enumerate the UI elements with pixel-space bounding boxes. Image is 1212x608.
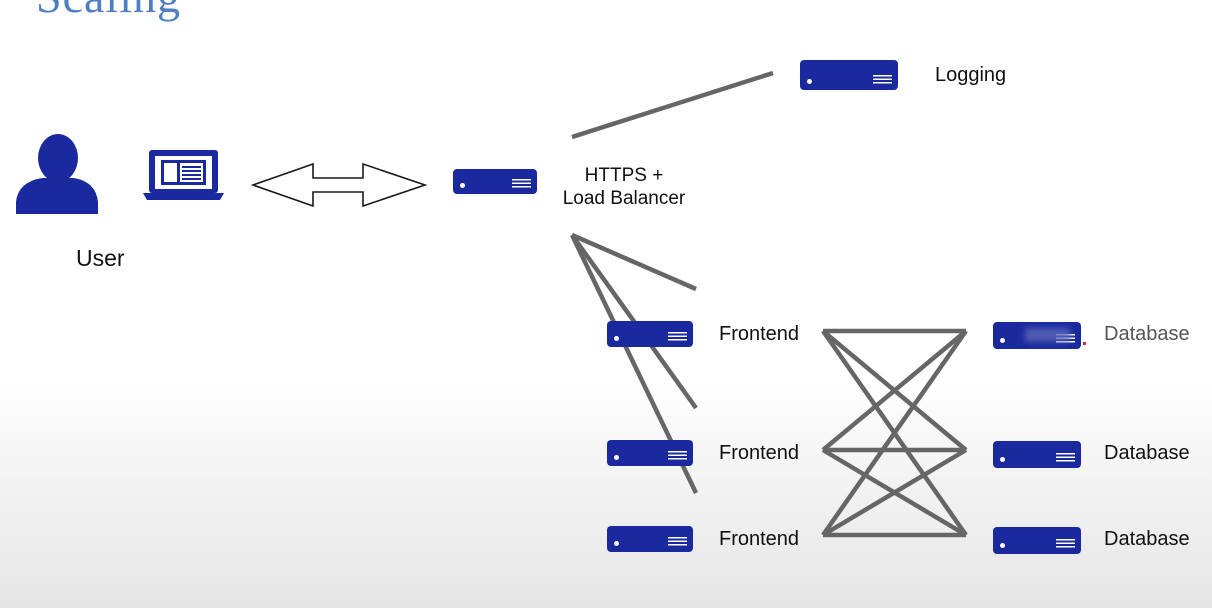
logging-label: Logging [935, 64, 1007, 86]
frontend-server-icon [607, 440, 693, 466]
load-balancer-label: HTTPS + Load Balancer [549, 164, 699, 210]
server-vents [668, 451, 687, 460]
frontend-label: Frontend [719, 442, 800, 464]
server-vents [1056, 453, 1075, 462]
server-led [807, 79, 812, 84]
double-arrow-icon [250, 162, 428, 208]
frontend-label: Frontend [719, 528, 800, 550]
connector-lb-logging [571, 70, 774, 140]
database-label: Database [1104, 528, 1190, 550]
server-led [614, 336, 619, 341]
server-led [1000, 457, 1005, 462]
connector-lb-fan-1 [571, 232, 697, 292]
red-mark [1083, 342, 1086, 345]
server-vents [1056, 539, 1075, 548]
server-vents [873, 75, 892, 84]
frontend-server-icon [607, 321, 693, 347]
database-label: Database [1104, 442, 1190, 464]
server-led [614, 541, 619, 546]
server-vents [668, 332, 687, 341]
server-led [1000, 338, 1005, 343]
load-balancer-server-icon [453, 169, 537, 194]
user-label: User [76, 245, 125, 271]
slide-title: Scaling [36, 0, 181, 23]
server-led [614, 455, 619, 460]
database-server-icon [993, 441, 1081, 468]
database-server-icon [993, 527, 1081, 554]
database-label: Database [1104, 323, 1190, 345]
blurred-artifact [1025, 328, 1070, 342]
server-vents [512, 179, 531, 188]
frontend-label: Frontend [719, 323, 800, 345]
frontend-server-icon [607, 526, 693, 552]
server-vents [668, 537, 687, 546]
server-led [460, 183, 465, 188]
load-balancer-label-line1: HTTPS + [584, 165, 664, 186]
load-balancer-label-line2: Load Balancer [562, 188, 686, 209]
person-icon [16, 134, 98, 214]
laptop-icon [143, 150, 224, 200]
logging-server-icon [800, 60, 898, 90]
server-led [1000, 543, 1005, 548]
frontend-database-mesh [821, 328, 968, 538]
